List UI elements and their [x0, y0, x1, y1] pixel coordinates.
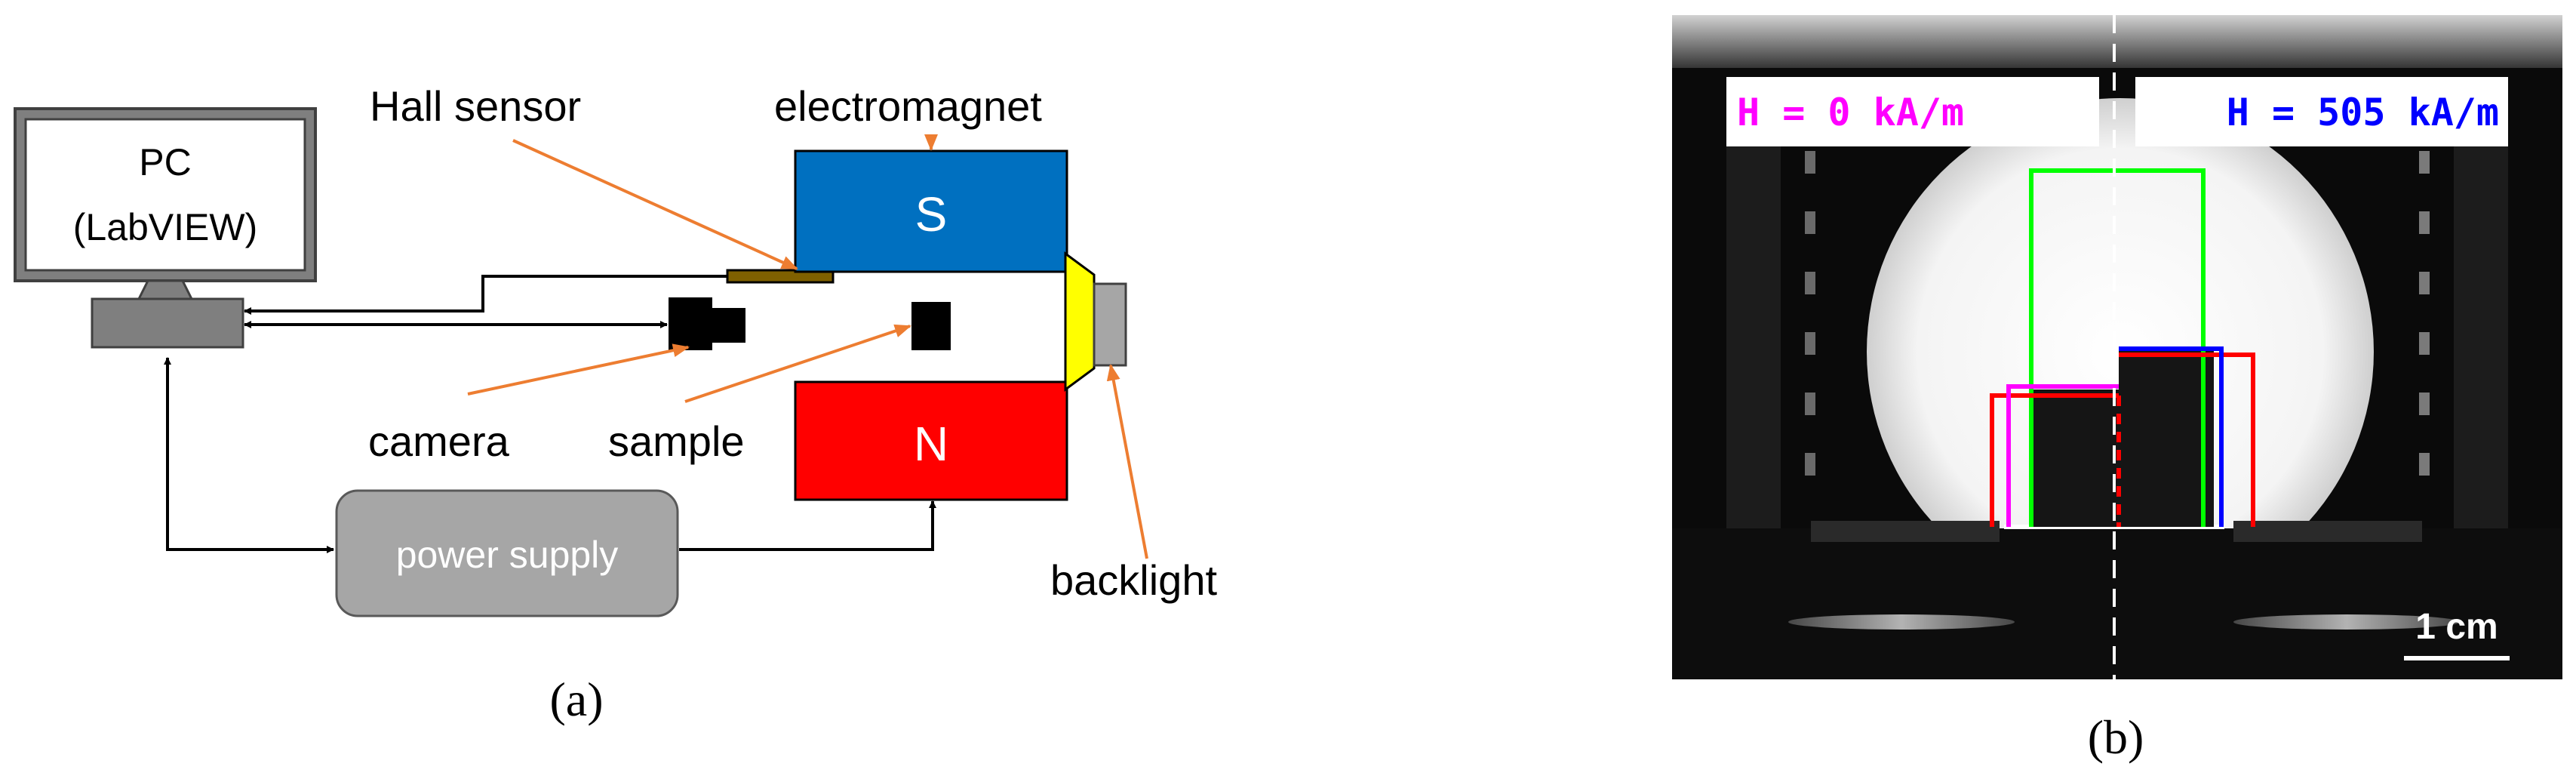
sample-silhouette-right	[2119, 350, 2214, 527]
connection-wires	[164, 275, 936, 553]
south-pole-label: S	[915, 187, 948, 242]
camera-label: camera	[368, 417, 510, 465]
north-pole-label: N	[914, 417, 948, 471]
outline-red-left	[1990, 393, 2119, 527]
outline-red-right	[2119, 353, 2255, 527]
hall-sensor-wire	[244, 275, 730, 315]
sample-label: sample	[608, 417, 745, 465]
right-label-box	[2135, 77, 2508, 146]
left-label-box	[1726, 77, 2099, 146]
hall-sensor-label: Hall sensor	[370, 82, 581, 130]
power-supply-box	[335, 489, 679, 617]
backlight-pointer	[1106, 364, 1148, 559]
backlight-lamp	[1093, 282, 1127, 367]
pointer-arrows	[467, 134, 1148, 559]
camera-icon	[669, 297, 745, 350]
sample-pointer	[684, 324, 911, 403]
right-platform	[2233, 521, 2422, 542]
north-pole	[794, 380, 1068, 501]
electromagnet-label: electromagnet	[774, 82, 1042, 130]
sample-block	[911, 302, 951, 350]
backlight-label: backlight	[1050, 556, 1217, 604]
power-supply-label: power supply	[396, 534, 619, 576]
camera-pointer	[467, 343, 690, 396]
floor-reflection-right	[2233, 614, 2460, 630]
pc-monitor: PC (LabVIEW)	[14, 107, 317, 349]
platform-shadow	[1672, 528, 2562, 679]
scale-bar-label: 1 cm	[2415, 607, 2498, 647]
right-wall	[2454, 98, 2508, 528]
left-notches	[1805, 151, 1815, 476]
pc-labview-label: (LabVIEW)	[73, 206, 258, 248]
panel-a-caption: (a)	[549, 673, 603, 726]
sample-outlines	[1990, 168, 2255, 527]
panel-b-caption: (b)	[2088, 710, 2144, 764]
power-to-magnet-wire	[679, 500, 936, 551]
h-505-label: H = 505 kA/m	[2227, 91, 2499, 134]
pc-label: PC	[139, 141, 191, 183]
panel-a-diagram: PC (LabVIEW) S N power s	[14, 82, 1217, 726]
monitor-stand	[137, 279, 194, 300]
panel-b-photo: H = 0 kA/m H = 505 kA/m 1 cm (b)	[1672, 15, 2562, 764]
sample-silhouette-left	[2030, 389, 2119, 527]
hall-sensor-pointer	[512, 139, 798, 270]
outline-magenta	[2006, 384, 2119, 527]
outline-blue	[2119, 346, 2224, 527]
left-platform	[1811, 521, 2000, 542]
right-notches	[2419, 151, 2430, 476]
south-pole	[794, 149, 1068, 273]
h-zero-label: H = 0 kA/m	[1737, 91, 1964, 134]
left-wall	[1726, 98, 1781, 528]
power-supply-control-wire	[164, 357, 334, 553]
top-glare	[1672, 15, 2562, 68]
pc-base-unit	[91, 297, 244, 349]
hall-sensor-bar	[726, 269, 835, 284]
floor-reflection-left	[1788, 614, 2015, 630]
backlight-reflector	[1064, 251, 1096, 392]
